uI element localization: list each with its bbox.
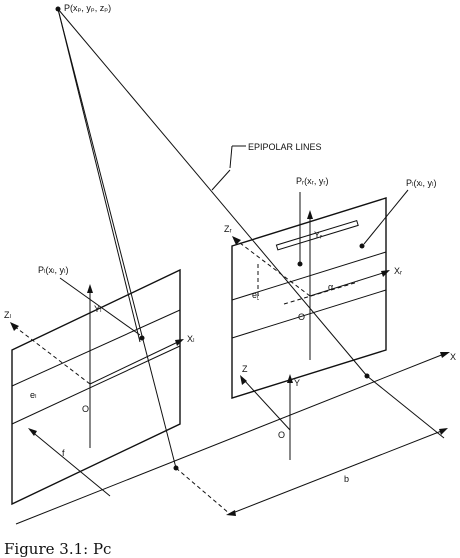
right-pl-leader bbox=[363, 189, 409, 245]
left-pl-leader bbox=[59, 277, 141, 336]
right-image-strip bbox=[275, 219, 359, 251]
right-z-axis bbox=[235, 239, 311, 297]
right-x-arrowhead bbox=[381, 270, 390, 277]
world-z-arrowhead bbox=[240, 375, 247, 385]
label-pl-right: Pₗ(xₗ, yₗ) bbox=[406, 178, 436, 188]
left-image-plane bbox=[11, 268, 181, 506]
left-z-arrowhead bbox=[10, 322, 19, 331]
label-y-left: Yₗ bbox=[94, 304, 102, 314]
epipolar-leader-down bbox=[211, 169, 231, 191]
label-e-left: eₗ bbox=[30, 390, 37, 400]
label-y-world: Y bbox=[294, 378, 300, 388]
label-y-right: Yᵣ bbox=[314, 230, 322, 240]
ray-p-to-left-lens bbox=[57, 8, 177, 469]
label-f-left: f bbox=[62, 448, 65, 458]
left-z-axis bbox=[13, 325, 91, 385]
label-z-right: Zᵣ bbox=[224, 224, 232, 234]
right-epipolar-line-lower bbox=[231, 289, 387, 339]
right-image-point-l bbox=[359, 243, 365, 249]
left-epipolar-line-upper bbox=[11, 309, 181, 387]
label-x-left: Xₗ bbox=[187, 334, 195, 344]
right-x-axis bbox=[309, 271, 387, 297]
baseline-arrow-left bbox=[226, 510, 236, 516]
label-alpha: α bbox=[328, 282, 333, 292]
right-image-plane bbox=[231, 197, 387, 399]
label-point-p: P(xₚ, yₚ, zₚ) bbox=[64, 3, 111, 13]
label-o-right: O bbox=[298, 312, 305, 322]
label-o-left: O bbox=[82, 404, 89, 414]
label-b: b bbox=[344, 474, 349, 484]
label-z-world: Z bbox=[242, 364, 248, 374]
world-x-arrowhead bbox=[440, 352, 450, 358]
left-image-point bbox=[139, 335, 145, 341]
baseline-arrow-right bbox=[439, 428, 448, 435]
baseline-extension-left bbox=[175, 467, 231, 515]
label-x-world: X bbox=[450, 352, 456, 362]
figure-caption: Figure 3.1: Pc bbox=[4, 540, 111, 558]
ray-p-to-left-image bbox=[57, 8, 141, 343]
right-image-point-r bbox=[297, 261, 303, 267]
label-x-right: Xᵣ bbox=[394, 266, 402, 276]
right-z-arrowhead bbox=[232, 236, 241, 245]
right-y-arrowhead bbox=[307, 210, 313, 219]
epipolar-leader-left bbox=[229, 145, 233, 169]
right-alpha-dimension bbox=[283, 281, 359, 305]
baseline-extension-right bbox=[366, 375, 445, 439]
label-pl-left: Pₗ(xₗ, yₗ) bbox=[38, 265, 68, 275]
label-epipolar-lines: EPIPOLAR LINES bbox=[248, 142, 322, 152]
baseline-dimension bbox=[229, 429, 445, 515]
left-x-axis bbox=[89, 340, 181, 385]
left-epipolar-line-lower bbox=[11, 345, 181, 425]
left-x-arrowhead bbox=[175, 339, 184, 346]
label-o-world: O bbox=[278, 430, 285, 440]
world-z-axis bbox=[243, 379, 291, 431]
label-z-left: Zₗ bbox=[4, 310, 11, 320]
world-x-axis bbox=[15, 353, 445, 525]
left-f-dimension bbox=[29, 429, 111, 497]
left-f-arrowhead bbox=[28, 428, 37, 436]
world-y-arrowhead bbox=[287, 374, 293, 383]
ray-p-to-right-lens bbox=[57, 8, 368, 377]
left-y-arrowhead bbox=[87, 284, 93, 293]
label-pr: Pᵣ(xᵣ, yᵣ) bbox=[296, 176, 328, 186]
label-e-right: eᵣ bbox=[252, 290, 259, 300]
